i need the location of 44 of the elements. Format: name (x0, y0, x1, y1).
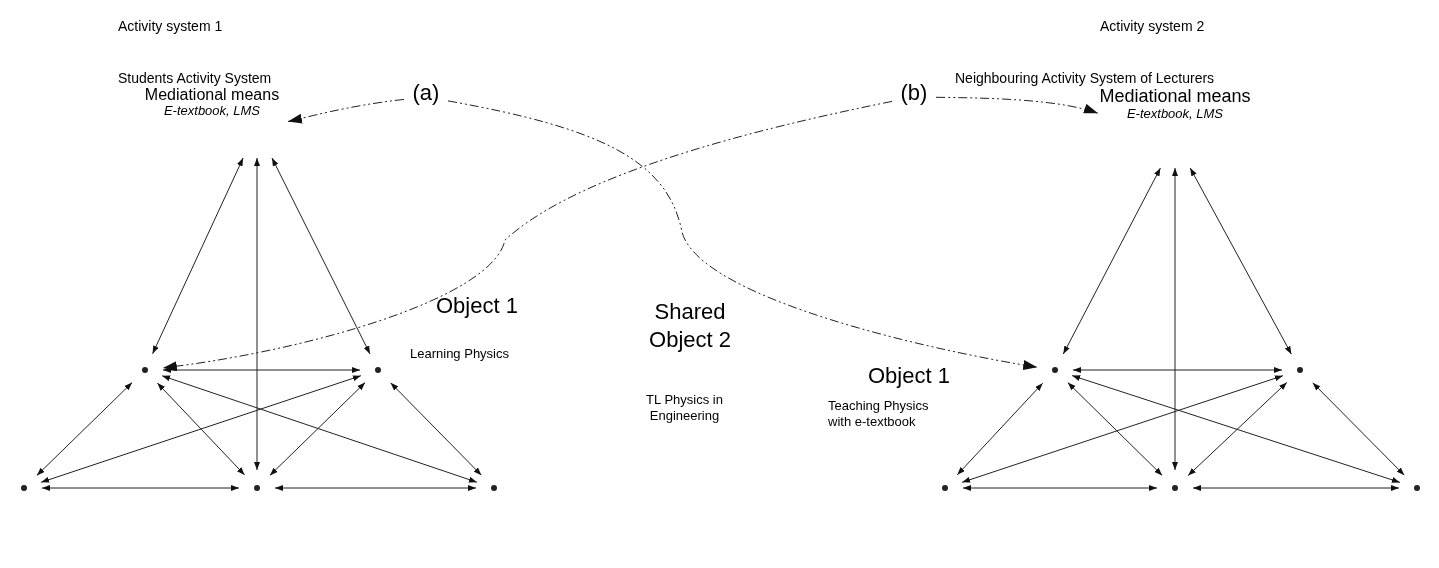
heading-text: Activity system 2 (1100, 18, 1205, 36)
dash-dot-arrow (287, 98, 405, 124)
callout-label: (b) (892, 80, 936, 114)
caption-text: E-textbook, LMS (163, 104, 261, 120)
double-headed-arrow (961, 375, 1284, 483)
dash-dot-arrow (162, 100, 893, 371)
object-description: Learning Physics (410, 346, 509, 363)
double-headed-arrow (40, 375, 362, 483)
double-headed-arrow (956, 382, 1044, 476)
double-headed-arrow (41, 485, 240, 491)
heading-text: Activity system 1 (118, 18, 223, 36)
object-description: Teaching Physics with e-textbook (828, 398, 930, 431)
double-headed-arrow (271, 157, 371, 355)
object-description: TL Physics in Engineering (645, 392, 724, 425)
double-headed-arrow (274, 485, 477, 491)
caption-text: E-textbook, LMS (1126, 106, 1224, 122)
object-heading: Object 1 (436, 292, 518, 320)
callout-label: (a) (404, 80, 448, 114)
double-headed-arrow (1062, 167, 1161, 355)
double-headed-arrow (1071, 375, 1401, 483)
object-heading: Shared Object 2 (648, 298, 732, 353)
heading-text: Mediational means (1099, 86, 1251, 107)
dash-dot-arrow (447, 100, 1038, 370)
dash-dot-arrow (935, 96, 1099, 114)
double-headed-arrow (1192, 485, 1400, 491)
heading-text: Neighbouring Activity System of Lecturers (955, 70, 1215, 88)
double-headed-arrow (162, 367, 361, 373)
double-headed-arrow (390, 382, 482, 476)
double-headed-arrow (269, 382, 366, 476)
double-headed-arrow (1312, 382, 1405, 476)
heading-text: Students Activity System (118, 70, 272, 88)
double-headed-arrow (1172, 167, 1178, 471)
double-headed-arrow (152, 157, 244, 355)
double-headed-arrow (1187, 381, 1288, 477)
double-headed-arrow (36, 382, 133, 476)
double-headed-arrow (156, 382, 246, 476)
object-heading: Object 1 (868, 362, 950, 390)
heading-text: Mediational means (144, 86, 280, 105)
double-headed-arrow (1067, 382, 1163, 476)
double-headed-arrow (1189, 167, 1292, 355)
double-headed-arrow (254, 157, 260, 471)
double-headed-arrow (962, 485, 1158, 491)
double-headed-arrow (161, 375, 478, 483)
double-headed-arrow (1072, 367, 1283, 373)
